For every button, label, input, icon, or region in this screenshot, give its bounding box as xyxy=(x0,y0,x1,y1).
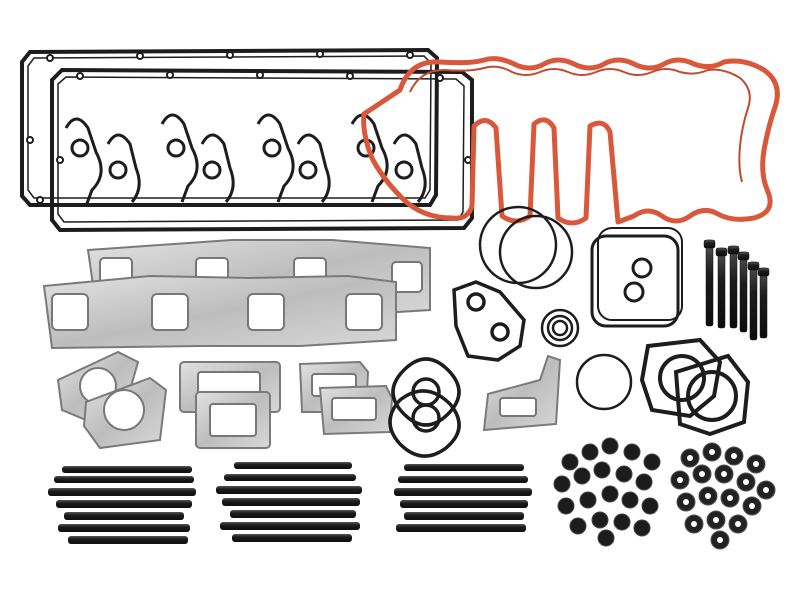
cylinder-head-gasket-front xyxy=(50,67,474,233)
egr-gaskets xyxy=(388,280,526,458)
throttle-body-gaskets xyxy=(639,337,751,437)
water-outlet-gasket xyxy=(482,354,562,432)
o-rings-large xyxy=(478,205,633,411)
exhaust-manifold-gasket-front xyxy=(42,274,397,350)
head-stud-bundle-center xyxy=(216,462,362,542)
valve-cover-gasket-inner xyxy=(409,65,751,183)
nuts-pile xyxy=(553,437,661,547)
head-bolts-vertical xyxy=(703,239,770,341)
valve-cover-gasket xyxy=(361,56,780,226)
head-stud-bundle-left xyxy=(48,466,196,544)
rectangular-seal-gaskets xyxy=(590,227,683,328)
head-gasket-port-flanges xyxy=(64,113,427,207)
washers-pile xyxy=(670,442,776,550)
cylinder-head-gasket-back xyxy=(20,47,440,207)
turbo-flange-gaskets xyxy=(56,350,394,450)
head-stud-bundle-right xyxy=(394,464,532,532)
washer-holes xyxy=(677,449,769,543)
head-gasket-bolt-holes xyxy=(26,50,472,204)
